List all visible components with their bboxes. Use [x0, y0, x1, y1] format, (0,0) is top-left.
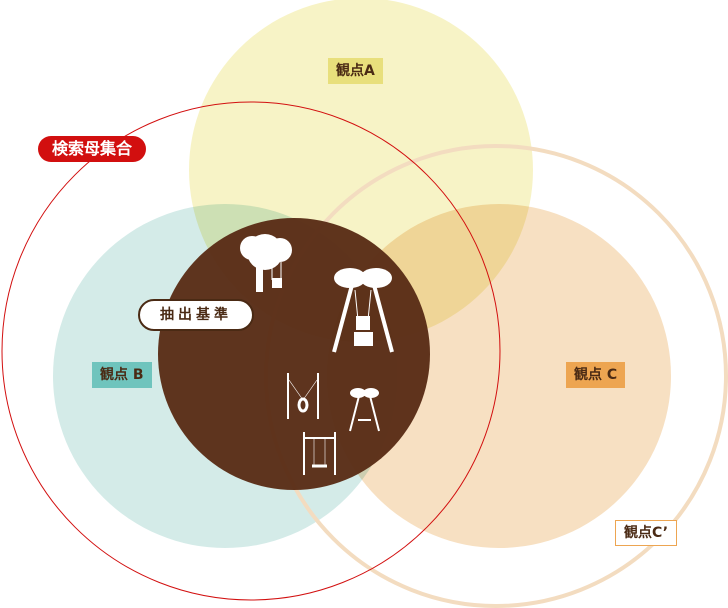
extraction-criteria-label: 抽出基準 [138, 299, 254, 331]
viewpoint-c-prime-label: 観点C’ [615, 520, 678, 546]
search-population-circle [1, 101, 501, 601]
extraction-criteria-circle [158, 218, 430, 490]
viewpoint-c-label: 観点 C [566, 362, 626, 388]
tire-swing-icon [287, 373, 319, 419]
search-population-label: 検索母集合 [38, 136, 147, 162]
palm-tree-swing-small-icon [349, 388, 380, 432]
viewpoint-a-label: 観点A [328, 58, 383, 84]
swing-set-icon [303, 432, 336, 475]
tree-swing-icon [240, 234, 292, 292]
palm-tree-swing-large-icon [332, 268, 394, 353]
viewpoint-b-label: 観点 B [92, 362, 152, 388]
